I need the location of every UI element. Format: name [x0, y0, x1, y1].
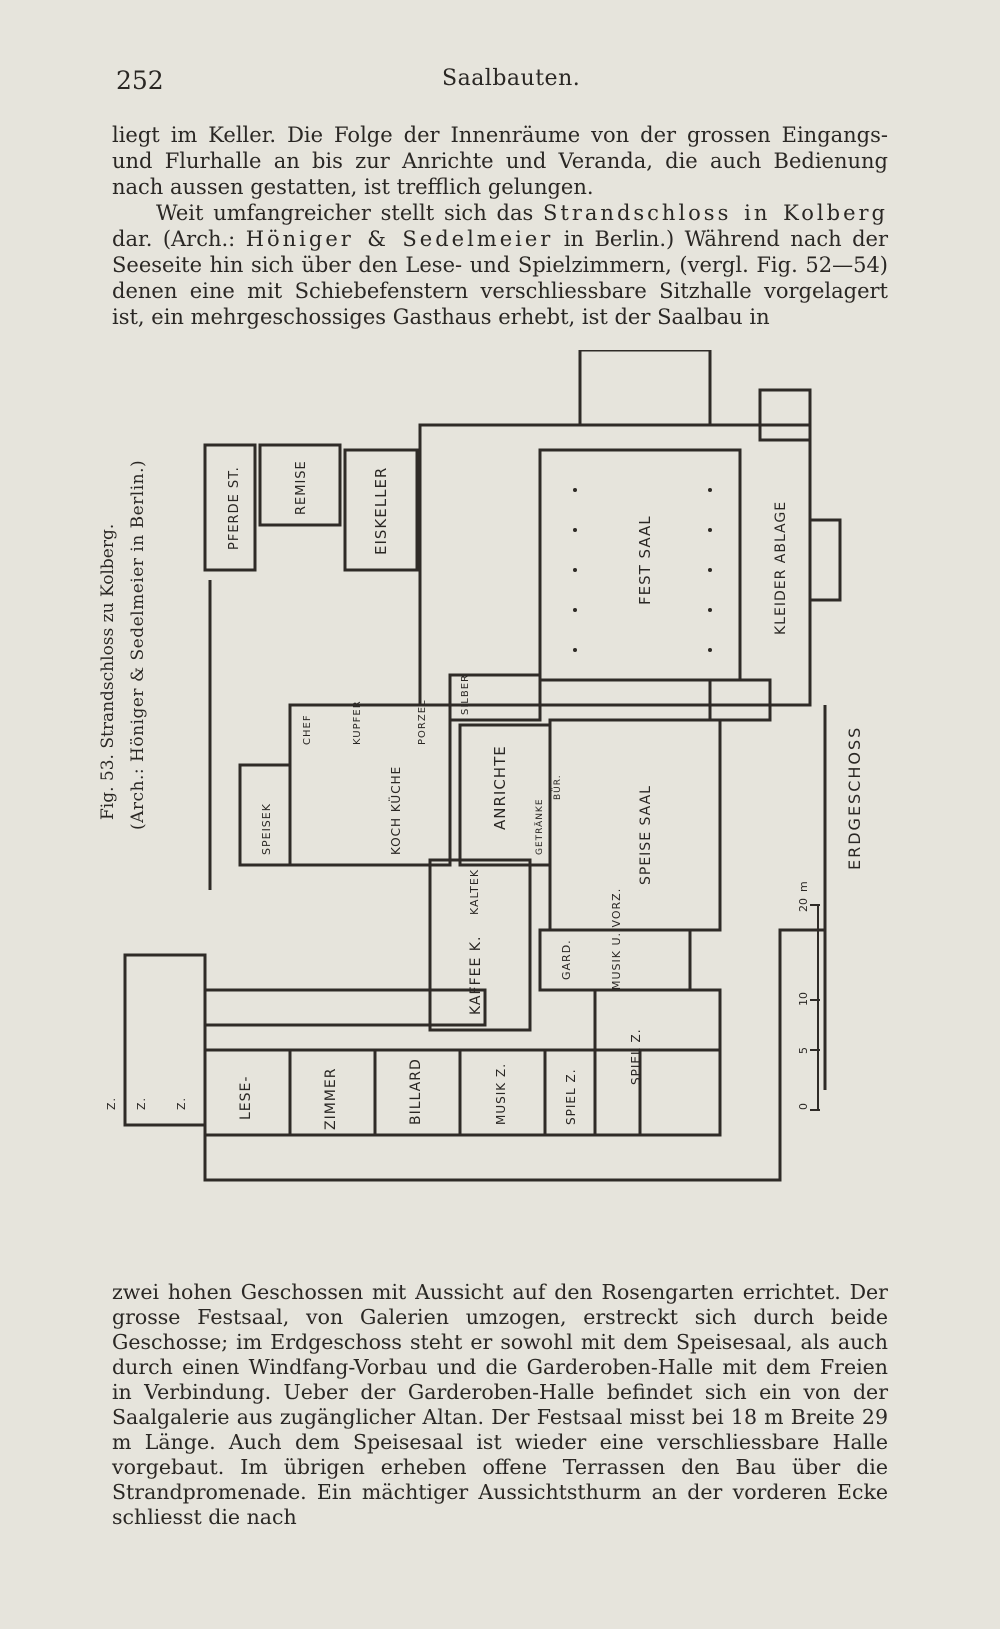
label-erdgeschoss: ERDGESCHOSS	[845, 726, 864, 870]
label-lese: LESE-	[238, 1076, 254, 1120]
label-kupfer: KUPFER	[352, 700, 363, 745]
label-koch-kueche: KOCH KÜCHE	[387, 766, 403, 855]
running-head: 252 Saalbauten.	[116, 66, 904, 96]
label-spiel-z-1: SPIEL Z.	[564, 1068, 578, 1125]
label-remise: REMISE	[294, 460, 309, 515]
paragraph-2: Weit umfangreicher stellt sich das Stran…	[112, 200, 888, 330]
label-kaltek: KALTEK	[468, 869, 481, 915]
label-silber: SILBER	[460, 674, 471, 715]
label-kleider-ablage: KLEIDER ABLAGE	[773, 501, 789, 635]
top-text: liegt im Keller. Die Folge der Innenräum…	[112, 122, 888, 330]
p2-text-c: dar. (Arch.:	[112, 227, 246, 251]
label-chef: CHEF	[302, 714, 313, 745]
running-title: Saalbauten.	[442, 66, 581, 91]
floor-plan: PFERDE ST. REMISE EISKELLER FEST SAAL KL…	[105, 348, 864, 1182]
label-pferde-st: PFERDE ST.	[227, 466, 242, 550]
scale-unit: m	[797, 881, 810, 892]
label-speise-saal: SPEISE SAAL	[638, 785, 654, 885]
paragraph-3: zwei hohen Geschossen mit Aussicht auf d…	[112, 1280, 888, 1529]
p2-text-e: in Berlin.) Während nach der Seeseite hi…	[112, 227, 889, 329]
p2-emphasis-architects: Höniger & Sedelmeier	[245, 227, 554, 251]
scale-tick-20: 20	[797, 898, 810, 912]
label-anrichte: ANRICHTE	[491, 745, 509, 830]
scale-tick-10: 10	[797, 992, 810, 1006]
scale-tick-0: 0	[797, 1103, 810, 1110]
scale-bar: 0 5 10 20 m	[797, 881, 820, 1111]
label-z-2: Z.	[135, 1097, 148, 1110]
label-eiskeller: EISKELLER	[372, 467, 390, 555]
label-fest-saal: FEST SAAL	[636, 515, 654, 605]
label-z-3: Z.	[175, 1097, 188, 1110]
label-porzel: PORZEL	[417, 699, 428, 745]
paragraph-1: liegt im Keller. Die Folge der Innenräum…	[112, 123, 888, 199]
label-z-1: Z.	[105, 1097, 118, 1110]
label-billard: BILLARD	[408, 1058, 424, 1125]
p2-emphasis-building: Strandschloss in Kolberg	[543, 201, 888, 225]
label-musik-u-vorz: MUSIK U. VORZ.	[610, 888, 623, 990]
label-speisek: SPEISEK	[260, 803, 273, 855]
label-getraenke: GETRÄNKE	[534, 798, 545, 855]
bottom-text: zwei hohen Geschossen mit Aussicht auf d…	[112, 1280, 888, 1530]
floor-plan-figure: PFERDE ST. REMISE EISKELLER FEST SAAL KL…	[80, 348, 950, 1250]
label-gard: GARD.	[560, 939, 573, 980]
scale-tick-5: 5	[797, 1047, 810, 1054]
page-number: 252	[116, 66, 164, 95]
label-musik-z: MUSIK Z.	[494, 1063, 508, 1125]
label-zimmer: ZIMMER	[323, 1068, 339, 1130]
label-spiel-z-2: SPIEL Z.	[629, 1028, 643, 1085]
label-buer: BÜR.	[552, 774, 563, 800]
label-kaffee-k: KAFFEE K.	[468, 936, 484, 1015]
p2-text-a: Weit umfangreicher stellt sich das	[156, 201, 544, 225]
